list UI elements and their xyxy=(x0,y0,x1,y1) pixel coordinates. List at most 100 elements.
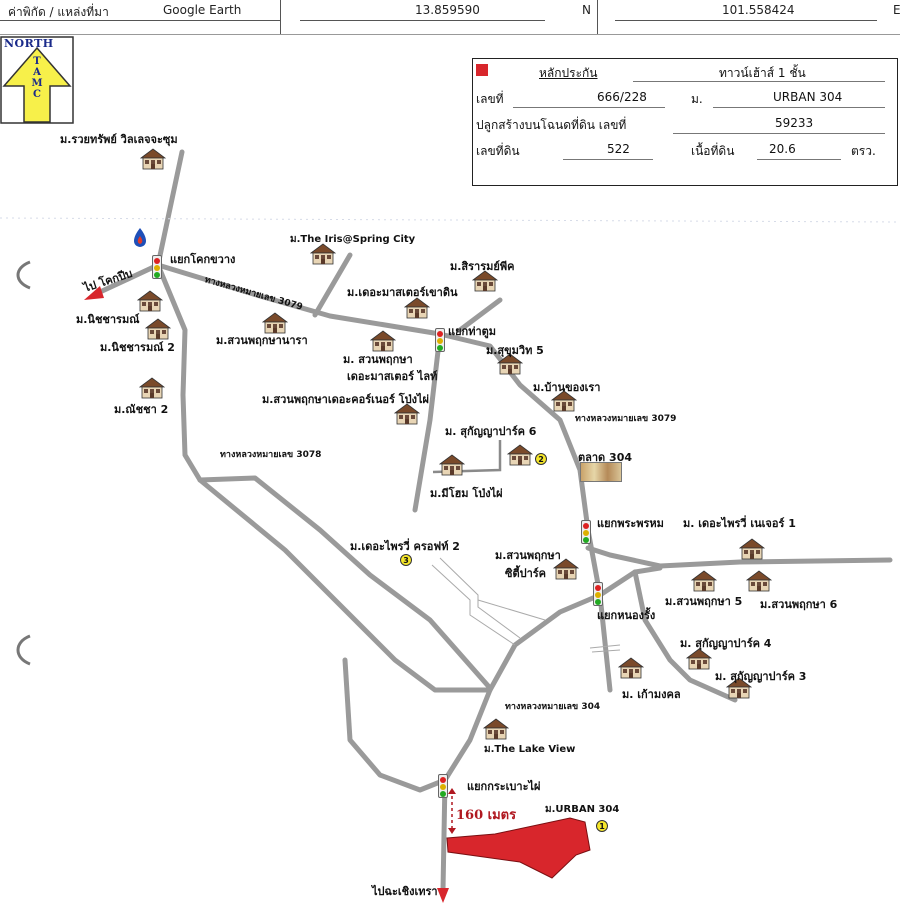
collateral-type: ทาวน์เฮ้าส์ 1 ชั้น xyxy=(719,66,806,80)
label-suan5: ม.สวนพฤกษา 5 xyxy=(665,595,743,608)
house-no: 666/228 xyxy=(597,90,647,104)
latitude-dir: N xyxy=(582,3,591,17)
arrow-chachoengsao-icon xyxy=(437,888,449,903)
area-label: เนื้อที่ดิน xyxy=(691,144,735,158)
label-to-chachoengsao: ไปฉะเชิงเทรา xyxy=(372,885,438,898)
deed-no: 59233 xyxy=(775,116,814,130)
label-natcha2: ม.ณัชชา 2 xyxy=(114,403,169,416)
road-southwest-loop xyxy=(342,657,448,793)
label-suan-master-1: ม. สวนพฤกษา xyxy=(343,353,413,366)
north-arrow: NORTH TAMC xyxy=(0,36,74,124)
scan-mark-bottom xyxy=(16,634,31,666)
fuel-station-icon xyxy=(134,228,146,247)
house-icon xyxy=(145,318,171,340)
coord-source: Google Earth xyxy=(163,3,242,17)
road-to-khokpip xyxy=(97,262,161,295)
badge-3: 3 xyxy=(400,554,412,566)
label-talat304: ตลาด 304 xyxy=(578,451,632,464)
house-no-label: เลขที่ xyxy=(476,92,504,106)
market-photo xyxy=(580,462,622,482)
traffic-light-icon xyxy=(152,255,162,279)
house-icon xyxy=(746,570,772,592)
house-icon xyxy=(439,454,465,476)
house-icon xyxy=(691,570,717,592)
label-thatum: แยกท่าตูม xyxy=(448,325,497,338)
road-hwy304 xyxy=(442,592,603,783)
label-khokkhwang: แยกโคกขวาง xyxy=(170,253,236,266)
house-icon xyxy=(483,718,509,740)
house-icon xyxy=(137,290,163,312)
label-ban-khong: ม.บ้านของเรา xyxy=(533,381,601,394)
house-icon xyxy=(739,538,765,560)
label-nitcharamon2: ม.นิชชารมณ์ 2 xyxy=(100,341,175,354)
label-sirarom: ม.สิรารมย์พีค xyxy=(450,260,515,273)
area-unit: ตรว. xyxy=(851,144,876,158)
badge-2: 2 xyxy=(535,453,547,465)
road-thatum-south xyxy=(412,331,443,513)
road-to-chachoengsao xyxy=(440,777,448,893)
house-icon xyxy=(618,657,644,679)
house-icon xyxy=(370,330,396,352)
label-master-khao: ม.เดอะมาสเตอร์เขาดิน xyxy=(347,286,458,299)
badge-1: 1 xyxy=(596,820,608,832)
subject-swatch xyxy=(476,64,488,76)
label-nitcharamon: ม.นิชชารมณ์ xyxy=(76,313,140,326)
label-the-iris: ม.The Iris@Spring City xyxy=(290,234,416,245)
deed-label: ปลูกสร้างบนโฉนดที่ดิน เลขที่ xyxy=(476,118,627,132)
road-north-spur xyxy=(155,149,185,268)
north-arrow-icon xyxy=(0,36,74,124)
village-name: URBAN 304 xyxy=(773,90,843,104)
latitude-value: 13.859590 xyxy=(415,3,480,17)
longitude-dir: E xyxy=(893,3,900,17)
collateral-info-box: หลักประกัน ทาวน์เฮ้าส์ 1 ชั้น เลขที่ 666… xyxy=(472,58,898,186)
label-sukanya3: ม. สุกัญญาปาร์ค 3 xyxy=(715,670,807,683)
traffic-light-icon xyxy=(593,582,603,606)
label-faprai-craft: ม.เดอะไพรวี่ ครอฟท์ 2 xyxy=(350,540,460,553)
road-sirarom-branch xyxy=(457,297,503,333)
label-sukanya4: ม. สุกัญญาปาร์ค 4 xyxy=(680,637,772,650)
collateral-label: หลักประกัน xyxy=(539,66,598,80)
longitude-value: 101.558424 xyxy=(722,3,795,17)
label-sukhumvit5: ม.สุขุมวิท 5 xyxy=(486,344,544,357)
label-nongrang: แยกหนองรั้ง xyxy=(597,609,656,622)
road-sukanya-branch xyxy=(632,569,738,703)
north-label: NORTH xyxy=(4,37,54,50)
land-no: 522 xyxy=(607,142,630,156)
road-hwy3078 xyxy=(197,475,493,691)
label-suanphruksa-nara: ม.สวนพฤกษานารา xyxy=(216,334,308,347)
label-suan-city-2: ซิตี้ปาร์ค xyxy=(505,567,547,580)
land-area: 20.6 xyxy=(769,142,796,156)
label-hwy304: ทางหลวงหมายเลข 304 xyxy=(505,702,601,712)
label-suan-master-2: เดอะมาสเตอร์ ไลท์ xyxy=(347,370,438,383)
subject-property-parcel xyxy=(446,817,591,879)
label-lake-view: ม.The Lake View xyxy=(484,744,576,755)
label-mihome: ม.มีโฮม โป่งไผ่ xyxy=(430,487,503,500)
label-phraphrom: แยกพระพรหม xyxy=(597,517,664,530)
traffic-light-icon xyxy=(581,520,591,544)
label-suan6: ม.สวนพฤกษา 6 xyxy=(760,598,838,611)
village-label: ม. xyxy=(691,92,703,106)
label-suan-city-1: ม.สวนพฤกษา xyxy=(495,549,561,562)
coord-label: ค่าพิกัด / แหล่งที่มา xyxy=(8,5,109,19)
road-kaomongkhon xyxy=(597,592,613,693)
label-distance: 160 เมตร xyxy=(456,808,517,823)
north-letters: TAMC xyxy=(31,56,43,100)
label-hwy3078: ทางหลวงหมายเลข 3078 xyxy=(220,450,322,460)
scan-mark-top xyxy=(16,260,31,290)
label-faprai-nature: ม. เดอะไพรวี่ เนเจอร์ 1 xyxy=(683,517,796,530)
road-west-loop xyxy=(155,262,493,693)
label-kao-mongkhon: ม. เก้ามงคล xyxy=(622,688,681,701)
label-krabao-phai: แยกกระเบาะไผ่ xyxy=(467,780,541,793)
label-urban304: ม.URBAN 304 xyxy=(545,804,620,815)
land-no-label: เลขที่ดิน xyxy=(476,144,520,158)
road-iris-branch xyxy=(312,252,353,318)
house-icon xyxy=(507,444,533,466)
label-hwy3079-b: ทางหลวงหมายเลข 3079 xyxy=(575,414,677,424)
house-icon xyxy=(139,377,165,399)
traffic-light-icon xyxy=(438,774,448,798)
road-nongrang-east xyxy=(597,565,663,598)
arrow-khokpip-icon xyxy=(84,286,104,300)
label-raisap: ม.รวยทรัพย์ วิลเลจจะซุม xyxy=(60,133,178,146)
traffic-light-icon xyxy=(435,328,445,352)
